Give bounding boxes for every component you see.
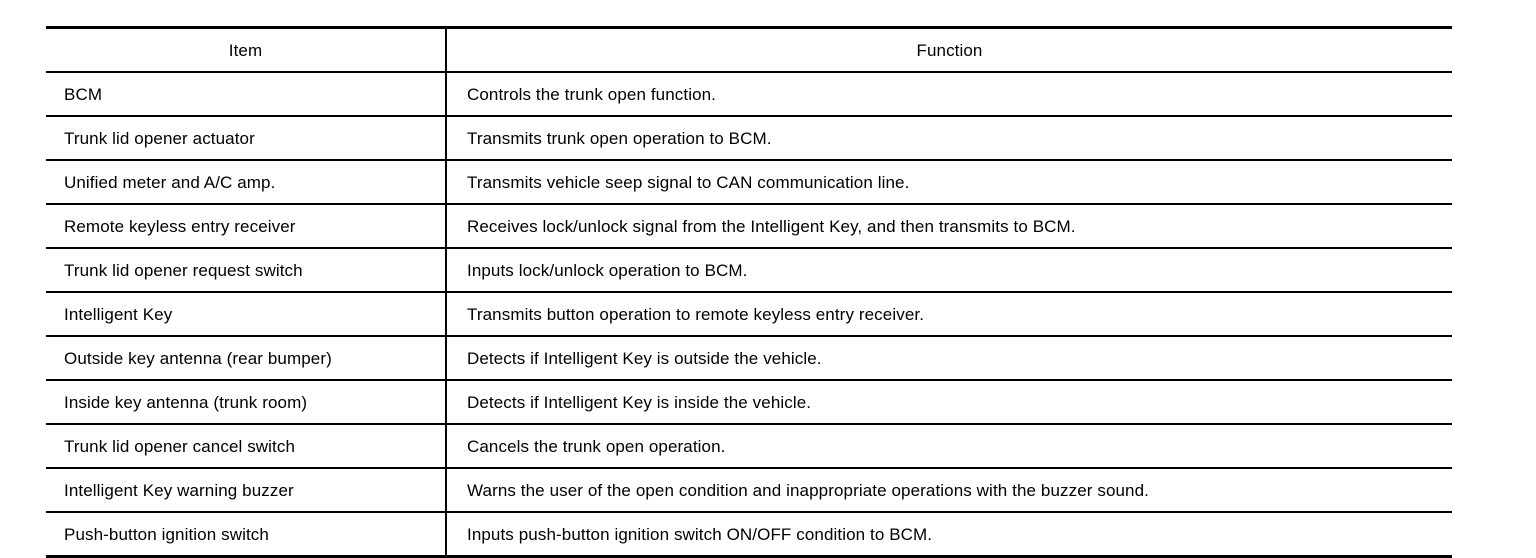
- table-row: Intelligent Key warning buzzer Warns the …: [46, 468, 1452, 513]
- table-cell-item: Inside key antenna (trunk room): [46, 380, 447, 425]
- table-cell-function: Detects if Intelligent Key is inside the…: [446, 380, 1452, 425]
- table-row: Intelligent Key Transmits button operatio…: [46, 292, 1452, 337]
- table-cell-item: Remote keyless entry receiver: [46, 204, 447, 249]
- table-cell-function-text: Inputs lock/unlock operation to BCM.: [467, 260, 748, 280]
- table-cell-item: Trunk lid opener cancel switch: [46, 424, 447, 469]
- table-row: Push-button ignition switch Inputs push-b…: [46, 512, 1452, 557]
- table-cell-function: Controls the trunk open function.: [446, 72, 1452, 117]
- table-cell-item-text: Outside key antenna (rear bumper): [64, 348, 332, 368]
- table-cell-function-text: Inputs push-button ignition switch ON/OF…: [467, 524, 933, 544]
- table-row: Trunk lid opener cancel switch Cancels th…: [46, 424, 1452, 469]
- table-cell-function: Receives lock/unlock signal from the Int…: [446, 204, 1452, 249]
- table-cell-function-text: Transmits vehicle seep signal to CAN com…: [467, 172, 910, 192]
- table-cell-item-text: Push-button ignition switch: [64, 524, 269, 544]
- table-cell-function-text: Detects if Intelligent Key is outside th…: [467, 348, 822, 368]
- table-cell-item: Trunk lid opener actuator: [46, 116, 447, 161]
- table-cell-function: Transmits button operation to remote key…: [446, 292, 1452, 337]
- table-row: Inside key antenna (trunk room) Detects i…: [46, 380, 1452, 425]
- component-function-table: Item Function BCM Controls the trunk open…: [46, 26, 1452, 558]
- table-cell-function: Transmits trunk open operation to BCM.: [446, 116, 1452, 161]
- table-cell-function: Cancels the trunk open operation.: [446, 424, 1452, 469]
- table-cell-function: Detects if Intelligent Key is outside th…: [446, 336, 1452, 381]
- table-cell-item-text: Trunk lid opener actuator: [64, 128, 255, 148]
- table-row: Trunk lid opener request switch Inputs lo…: [46, 248, 1452, 293]
- table-cell-item: Unified meter and A/C amp.: [46, 160, 447, 205]
- table-cell-function: Inputs lock/unlock operation to BCM.: [446, 248, 1452, 293]
- table-row: Unified meter and A/C amp. Transmits vehi…: [46, 160, 1452, 205]
- table-cell-item-text: Intelligent Key warning buzzer: [64, 480, 294, 500]
- table-cell-function-text: Warns the user of the open condition and…: [467, 480, 1149, 500]
- table-cell-function-text: Cancels the trunk open operation.: [467, 436, 726, 456]
- table-cell-function: Transmits vehicle seep signal to CAN com…: [446, 160, 1452, 205]
- table-row: Trunk lid opener actuator Transmits trunk…: [46, 116, 1452, 161]
- table-row: Outside key antenna (rear bumper) Detects…: [46, 336, 1452, 381]
- table-cell-item-text: Inside key antenna (trunk room): [64, 392, 308, 412]
- table-cell-item: Push-button ignition switch: [46, 512, 447, 557]
- table-cell-item: BCM: [46, 72, 447, 117]
- table-cell-function: Inputs push-button ignition switch ON/OF…: [446, 512, 1452, 557]
- table-cell-function: Warns the user of the open condition and…: [446, 468, 1452, 513]
- table-header-row: Item Function: [46, 27, 1452, 73]
- table-cell-function-text: Transmits button operation to remote key…: [467, 304, 925, 324]
- table-cell-item: Intelligent Key warning buzzer: [46, 468, 447, 513]
- table-cell-item-text: Trunk lid opener cancel switch: [64, 436, 296, 456]
- column-header-function: Function: [446, 27, 1452, 73]
- table-body: BCM Controls the trunk open function. Trun…: [46, 72, 1452, 557]
- table-row: BCM Controls the trunk open function.: [46, 72, 1452, 117]
- column-header-item: Item: [46, 27, 447, 73]
- column-header-function-label: Function: [916, 40, 983, 60]
- table-header: Item Function: [46, 27, 1452, 73]
- column-header-item-label: Item: [228, 40, 263, 60]
- table-cell-item-text: Unified meter and A/C amp.: [64, 172, 276, 192]
- table-cell-item-text: Intelligent Key: [64, 304, 173, 324]
- table-cell-item: Intelligent Key: [46, 292, 447, 337]
- table-cell-item: Outside key antenna (rear bumper): [46, 336, 447, 381]
- table-cell-item: Trunk lid opener request switch: [46, 248, 447, 293]
- table-row: Remote keyless entry receiver Receives lo…: [46, 204, 1452, 249]
- table-cell-function-text: Transmits trunk open operation to BCM.: [467, 128, 772, 148]
- table-cell-item-text: Remote keyless entry receiver: [64, 216, 296, 236]
- table-cell-item-text: Trunk lid opener request switch: [64, 260, 303, 280]
- table-cell-function-text: Detects if Intelligent Key is inside the…: [467, 392, 812, 412]
- table-cell-item-text: BCM: [64, 84, 103, 104]
- table-cell-function-text: Receives lock/unlock signal from the Int…: [467, 216, 1076, 236]
- table-cell-function-text: Controls the trunk open function.: [467, 84, 717, 104]
